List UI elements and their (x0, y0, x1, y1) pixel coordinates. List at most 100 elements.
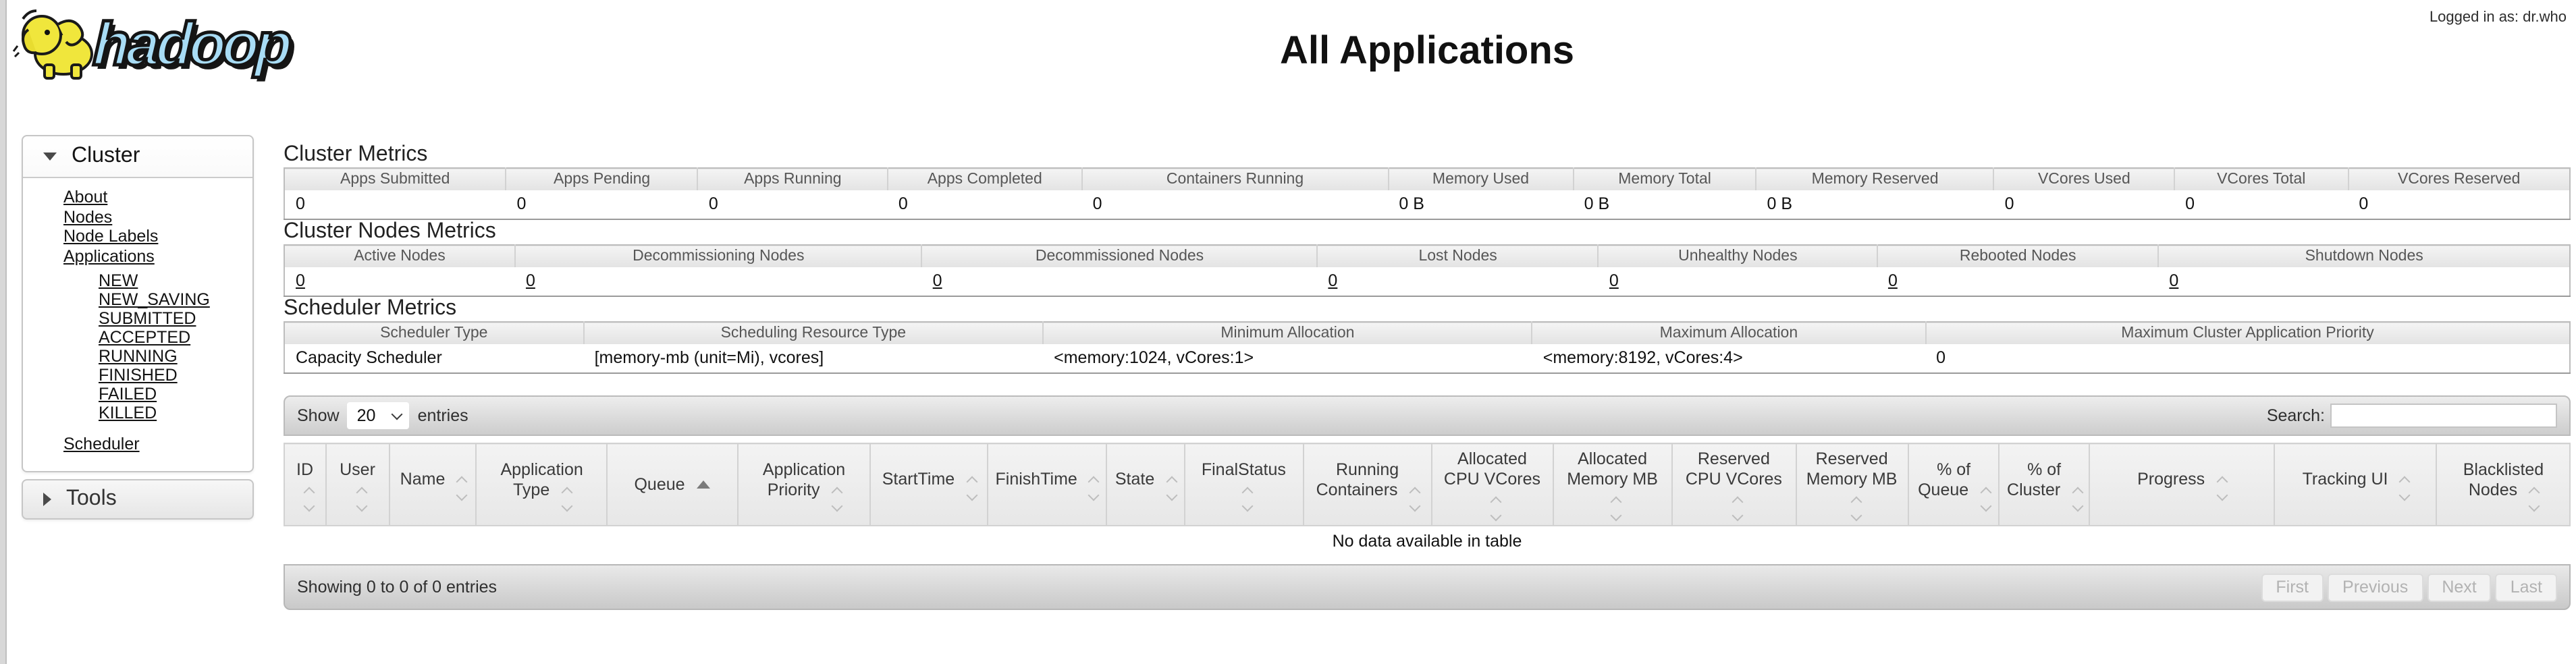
sidebar-nav-list: About Nodes Node Labels Applications NEW… (23, 188, 252, 454)
col-maximum-allocation: Maximum Allocation (1531, 322, 1926, 344)
sidebar-item-killed[interactable]: KILLED (99, 404, 157, 422)
cluster-nodes-value-row: 0 0 0 0 0 0 0 (284, 267, 2570, 296)
apps-completed-value: 0 (887, 190, 1082, 219)
pagination: First Previous Next Last (2261, 573, 2557, 601)
col-state[interactable]: State (1105, 443, 1185, 526)
containers-running-value: 0 (1081, 190, 1389, 219)
sidebar-item-nodes[interactable]: Nodes (63, 207, 113, 226)
table-footer: Showing 0 to 0 of 0 entries First Previo… (284, 564, 2571, 610)
col-apps-running: Apps Running (697, 168, 888, 190)
sidebar: Cluster About Nodes Node Labels Applicat… (22, 135, 254, 519)
col-max-cluster-app-priority: Maximum Cluster Application Priority (1925, 322, 2570, 344)
col-allocated-memory-mb[interactable]: Allocated Memory MB (1552, 443, 1673, 526)
col-allocated-cpu-vcores[interactable]: Allocated CPU VCores (1430, 443, 1554, 526)
hadoop-elephant-icon (12, 9, 93, 80)
col-reserved-cpu-vcores[interactable]: Reserved CPU VCores (1671, 443, 1796, 526)
search-label: Search: (2266, 406, 2325, 425)
col-name[interactable]: Name (389, 443, 477, 526)
sidebar-item-about[interactable]: About (63, 188, 108, 206)
sort-icon (1165, 476, 1177, 501)
sort-icon (1732, 496, 1744, 522)
col-queue[interactable]: Queue (606, 443, 739, 526)
col-decommissioning-nodes: Decommissioning Nodes (514, 245, 922, 267)
cluster-nodes-header-row: Active Nodes Decommissioning Nodes Decom… (284, 245, 2570, 267)
hadoop-logo: hadoop (12, 5, 291, 84)
col-application-priority[interactable]: Application Priority (736, 443, 871, 526)
sidebar-app-states-list: NEW NEW_SAVING SUBMITTED ACCEPTED RUNNIN… (63, 271, 247, 422)
col-decommissioned-nodes: Decommissioned Nodes (921, 245, 1318, 267)
sidebar-item-submitted[interactable]: SUBMITTED (99, 309, 196, 328)
apps-running-value: 0 (697, 190, 888, 219)
applications-table: ID User Name Application Type Queue Appl… (284, 443, 2571, 559)
sidebar-item-new[interactable]: NEW (99, 271, 138, 290)
col-apps-pending: Apps Pending (505, 168, 698, 190)
hadoop-wordmark: hadoop (90, 8, 291, 80)
empty-table-message: No data available in table (284, 526, 2570, 559)
sidebar-item-failed[interactable]: FAILED (99, 385, 157, 404)
search-input[interactable] (2330, 404, 2557, 428)
sidebar-cluster-header[interactable]: Cluster (23, 136, 252, 178)
col-running-containers[interactable]: Running Containers (1302, 443, 1432, 526)
next-page-button[interactable]: Next (2427, 573, 2492, 601)
col-finalstatus[interactable]: FinalStatus (1183, 443, 1304, 526)
lost-nodes-link[interactable]: 0 (1328, 271, 1338, 290)
previous-page-button[interactable]: Previous (2328, 573, 2423, 601)
entries-select-wrap: 20 (347, 402, 410, 429)
col-unhealthy-nodes: Unhealthy Nodes (1597, 245, 1877, 267)
col-pct-of-cluster[interactable]: % of Cluster (1998, 443, 2090, 526)
active-nodes-link[interactable]: 0 (296, 271, 305, 290)
col-finishtime[interactable]: FinishTime (986, 443, 1107, 526)
sidebar-item-new-saving[interactable]: NEW_SAVING (99, 290, 210, 309)
decommissioning-nodes-link[interactable]: 0 (525, 271, 535, 290)
sidebar-item-applications[interactable]: Applications (63, 246, 155, 265)
col-user[interactable]: User (325, 443, 391, 526)
first-page-button[interactable]: First (2261, 573, 2324, 601)
sidebar-cluster-section: Cluster About Nodes Node Labels Applicat… (22, 135, 254, 472)
window-edge-strip (0, 0, 7, 664)
cluster-metrics-heading: Cluster Metrics (284, 143, 428, 166)
maximum-allocation-value: <memory:8192, vCores:4> (1532, 344, 1926, 373)
col-containers-running: Containers Running (1081, 168, 1389, 190)
decommissioned-nodes-link[interactable]: 0 (932, 271, 942, 290)
sidebar-item-accepted[interactable]: ACCEPTED (99, 328, 191, 347)
sidebar-tools-header[interactable]: Tools (22, 478, 254, 519)
col-application-type[interactable]: Application Type (475, 443, 608, 526)
entries-select[interactable]: 20 (347, 402, 410, 429)
col-memory-reserved: Memory Reserved (1755, 168, 1994, 190)
col-blacklisted-nodes[interactable]: Blacklisted Nodes (2436, 443, 2571, 526)
cluster-nodes-metrics-heading: Cluster Nodes Metrics (284, 220, 496, 243)
last-page-button[interactable]: Last (2495, 573, 2557, 601)
sidebar-item-scheduler[interactable]: Scheduler (63, 435, 140, 453)
col-starttime[interactable]: StartTime (869, 443, 988, 526)
sidebar-item-node-labels[interactable]: Node Labels (63, 227, 159, 246)
sort-icon (1850, 496, 1862, 522)
col-id[interactable]: ID (284, 443, 327, 526)
logged-in-status: Logged in as: dr.who (2429, 9, 2567, 26)
show-label: Show (297, 406, 340, 425)
entries-label: entries (417, 406, 468, 425)
sort-icon (356, 486, 368, 511)
col-pct-of-queue[interactable]: % of Queue (1907, 443, 2000, 526)
sort-icon (2071, 486, 2083, 511)
sort-icon (830, 486, 842, 511)
sidebar-cluster-title: Cluster (72, 144, 140, 167)
shutdown-nodes-link[interactable]: 0 (2169, 271, 2179, 290)
unhealthy-nodes-link[interactable]: 0 (1609, 271, 1619, 290)
sort-icon (1241, 486, 1254, 511)
sort-icon (1611, 496, 1623, 522)
col-tracking-ui[interactable]: Tracking UI (2274, 443, 2438, 526)
col-reserved-memory-mb[interactable]: Reserved Memory MB (1794, 443, 1909, 526)
rebooted-nodes-link[interactable]: 0 (1887, 271, 1898, 290)
sidebar-item-finished[interactable]: FINISHED (99, 366, 178, 385)
empty-row: No data available in table (284, 526, 2570, 559)
sort-icon (965, 476, 977, 501)
col-progress[interactable]: Progress (2088, 443, 2276, 526)
sidebar-item-running[interactable]: RUNNING (99, 347, 178, 366)
memory-used-value: 0 B (1388, 190, 1574, 219)
cluster-metrics-header-row: Apps Submitted Apps Pending Apps Running… (284, 168, 2570, 190)
memory-total-value: 0 B (1573, 190, 1756, 219)
col-lost-nodes: Lost Nodes (1316, 245, 1599, 267)
cluster-nodes-metrics-table: Active Nodes Decommissioning Nodes Decom… (284, 244, 2571, 297)
sort-icon (1088, 476, 1100, 501)
